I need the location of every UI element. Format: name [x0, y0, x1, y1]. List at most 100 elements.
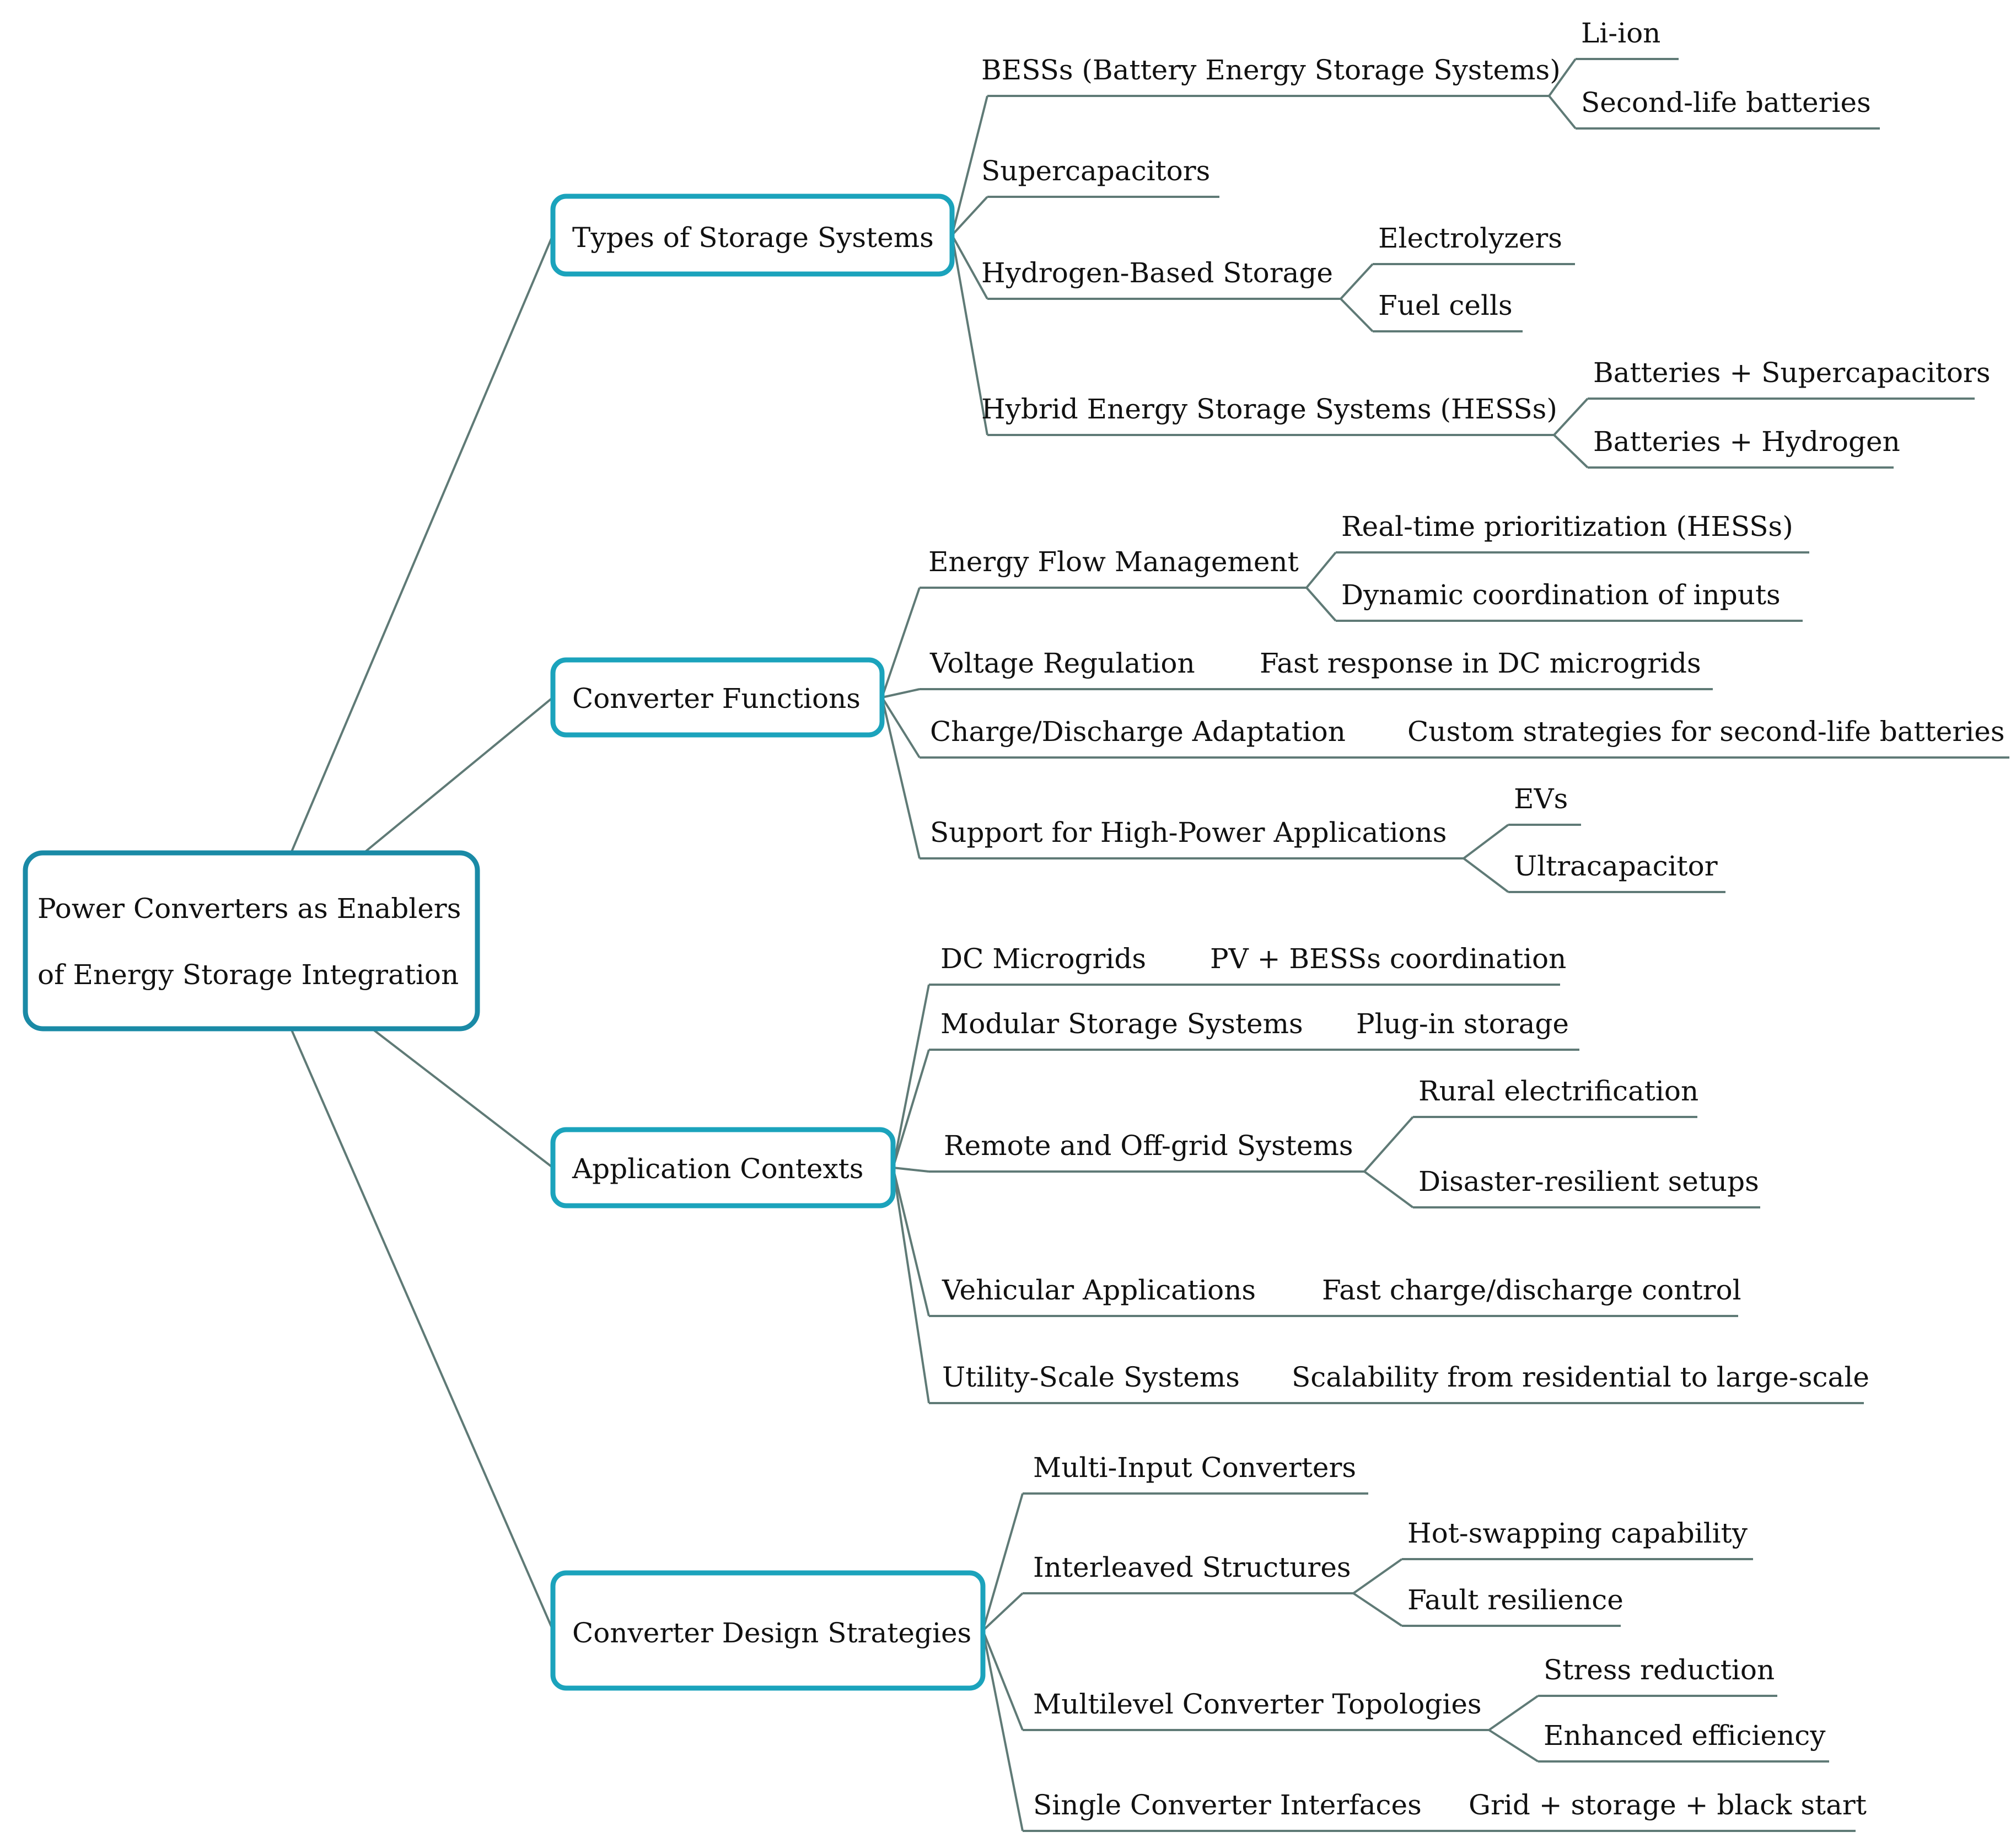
branch-to-child-edge — [881, 697, 921, 859]
child-dc-microgrids[interactable]: DC Microgrids — [940, 943, 1146, 975]
leaf-hot-swapping-capability[interactable]: Hot-swapping capability — [1407, 1517, 1748, 1549]
child-label: DC Microgrids — [940, 943, 1146, 975]
leaf-enhanced-efficiency[interactable]: Enhanced efficiency — [1544, 1720, 1826, 1752]
leaf-dynamic-coordination-of-inputs[interactable]: Dynamic coordination of inputs — [1341, 579, 1781, 611]
leaf-label: Fast charge/discharge control — [1322, 1274, 1741, 1306]
leaf-grid-storage-black-start[interactable]: Grid + storage + black start — [1469, 1789, 1867, 1821]
child-modular-storage-systems[interactable]: Modular Storage Systems — [940, 1008, 1303, 1040]
branch-converter-design-strategies[interactable]: Converter Design Strategies — [550, 1570, 986, 1691]
leaf-batteries-hydrogen[interactable]: Batteries + Hydrogen — [1593, 426, 1900, 458]
branch-to-child-edge — [881, 587, 921, 698]
branch-box — [550, 1570, 986, 1691]
leaf-real-time-prioritization-hesss[interactable]: Real-time prioritization (HESSs) — [1341, 511, 1793, 542]
leaf-stress-reduction[interactable]: Stress reduction — [1544, 1654, 1775, 1686]
child-charge-discharge-adaptation[interactable]: Charge/Discharge Adaptation — [930, 716, 1346, 748]
child-to-leaf-edge — [1548, 58, 1577, 97]
leaf-label: Scalability from residential to large-sc… — [1292, 1361, 1869, 1393]
leaf-label: Real-time prioritization (HESSs) — [1341, 511, 1793, 542]
child-vehicular-applications[interactable]: Vehicular Applications — [942, 1274, 1256, 1306]
root-node-label-line: Power Converters as Enablers — [37, 893, 461, 925]
leaf-label: Fuel cells — [1378, 289, 1513, 321]
branch-box — [550, 1127, 896, 1208]
child-supercapacitors[interactable]: Supercapacitors — [981, 155, 1210, 187]
branch-label: Converter Design Strategies — [572, 1617, 971, 1649]
root-to-branch-edge — [290, 1028, 554, 1631]
child-hybrid-energy-storage-systems-hesss[interactable]: Hybrid Energy Storage Systems (HESSs) — [981, 393, 1557, 425]
branch-label: Converter Functions — [572, 683, 861, 715]
child-label: Hybrid Energy Storage Systems (HESSs) — [981, 393, 1557, 425]
child-to-leaf-edge — [1488, 1729, 1539, 1763]
child-label: Hydrogen-Based Storage — [981, 257, 1333, 289]
child-label: Modular Storage Systems — [940, 1008, 1303, 1040]
child-to-leaf-edge — [1488, 1695, 1539, 1731]
leaf-label: Batteries + Hydrogen — [1593, 426, 1900, 458]
leaf-custom-strategies-for-second-life-batteries[interactable]: Custom strategies for second-life batter… — [1407, 716, 2004, 748]
root-node[interactable]: Power Converters as Enablers of Energy St… — [23, 850, 480, 1032]
leaf-disaster-resilient-setups[interactable]: Disaster-resilient setups — [1418, 1165, 1759, 1197]
leaf-label: Stress reduction — [1544, 1654, 1775, 1686]
child-utility-scale-systems[interactable]: Utility-Scale Systems — [942, 1361, 1240, 1393]
leaf-label: Ultracapacitor — [1514, 850, 1718, 882]
root-to-branch-edge — [371, 1028, 554, 1169]
branch-to-child-edge — [951, 235, 988, 436]
connector-lines — [290, 58, 2009, 1832]
leaf-label: Rural electrification — [1418, 1075, 1698, 1107]
branch-to-child-edge — [892, 1049, 930, 1168]
child-label: Supercapacitors — [981, 155, 1210, 187]
branch-application-contexts[interactable]: Application Contexts — [550, 1127, 896, 1208]
root-node-label-line: of Energy Storage Integration — [37, 959, 459, 991]
child-multilevel-converter-topologies[interactable]: Multilevel Converter Topologies — [1033, 1688, 1482, 1720]
root-to-branch-edge — [290, 234, 554, 853]
child-to-leaf-edge — [1363, 1170, 1414, 1208]
child-interleaved-structures[interactable]: Interleaved Structures — [1033, 1551, 1351, 1583]
branch-label: Types of Storage Systems — [572, 222, 934, 254]
leaf-label: Fast response in DC microgrids — [1260, 647, 1701, 679]
leaf-pv-besss-coordination[interactable]: PV + BESSs coordination — [1210, 943, 1566, 975]
child-remote-and-off-grid-systems[interactable]: Remote and Off-grid Systems — [944, 1130, 1353, 1162]
child-to-leaf-edge — [1340, 263, 1374, 300]
leaf-evs[interactable]: EVs — [1514, 783, 1568, 815]
leaf-li-ion[interactable]: Li-ion — [1581, 17, 1660, 49]
child-multi-input-converters[interactable]: Multi-Input Converters — [1033, 1452, 1356, 1484]
leaf-label: Electrolyzers — [1378, 222, 1562, 254]
leaf-fast-response-in-dc-microgrids[interactable]: Fast response in DC microgrids — [1260, 647, 1701, 679]
branch-to-child-edge — [982, 1630, 1024, 1831]
root-to-branch-edge — [363, 696, 554, 854]
child-support-for-high-power-applications[interactable]: Support for High-Power Applications — [930, 816, 1447, 848]
root-node-box — [23, 850, 480, 1032]
branch-to-child-edge — [982, 1630, 1024, 1731]
leaf-label: Disaster-resilient setups — [1418, 1165, 1759, 1197]
leaf-label: Fault resilience — [1407, 1584, 1623, 1616]
branch-to-child-edge — [892, 984, 930, 1168]
child-to-leaf-edge — [1352, 1592, 1403, 1627]
branch-to-child-edge — [881, 688, 920, 699]
leaf-electrolyzers[interactable]: Electrolyzers — [1378, 222, 1562, 254]
child-besss-battery-energy-storage-systems[interactable]: BESSs (Battery Energy Storage Systems) — [981, 54, 1561, 86]
leaf-second-life-batteries[interactable]: Second-life batteries — [1581, 87, 1871, 119]
branch-to-child-edge — [892, 1167, 930, 1317]
leaf-plug-in-storage[interactable]: Plug-in storage — [1356, 1008, 1569, 1040]
child-label: Multilevel Converter Topologies — [1033, 1688, 1482, 1720]
leaf-rural-electrification[interactable]: Rural electrification — [1418, 1075, 1698, 1107]
child-hydrogen-based-storage[interactable]: Hydrogen-Based Storage — [981, 257, 1333, 289]
branch-converter-functions[interactable]: Converter Functions — [550, 657, 885, 738]
child-label: Utility-Scale Systems — [942, 1361, 1240, 1393]
leaf-fuel-cells[interactable]: Fuel cells — [1378, 289, 1513, 321]
child-to-leaf-edge — [1463, 857, 1509, 893]
leaf-fast-charge-discharge-control[interactable]: Fast charge/discharge control — [1322, 1274, 1741, 1306]
child-single-converter-interfaces[interactable]: Single Converter Interfaces — [1033, 1789, 1422, 1821]
branch-to-child-edge — [982, 1592, 1024, 1631]
child-voltage-regulation[interactable]: Voltage Regulation — [929, 647, 1195, 679]
leaf-fault-resilience[interactable]: Fault resilience — [1407, 1584, 1623, 1616]
child-to-leaf-edge — [1352, 1558, 1403, 1594]
leaf-scalability-from-residential-to-large-scale[interactable]: Scalability from residential to large-sc… — [1292, 1361, 1869, 1393]
leaf-label: Li-ion — [1581, 17, 1660, 49]
branch-label: Application Contexts — [572, 1153, 863, 1185]
child-label: Multi-Input Converters — [1033, 1452, 1356, 1484]
leaf-batteries-supercapacitors[interactable]: Batteries + Supercapacitors — [1593, 357, 1990, 389]
leaf-ultracapacitor[interactable]: Ultracapacitor — [1514, 850, 1718, 882]
child-energy-flow-management[interactable]: Energy Flow Management — [928, 546, 1299, 578]
branch-types-of-storage-systems[interactable]: Types of Storage Systems — [550, 194, 955, 277]
leaf-label: Custom strategies for second-life batter… — [1407, 716, 2004, 748]
